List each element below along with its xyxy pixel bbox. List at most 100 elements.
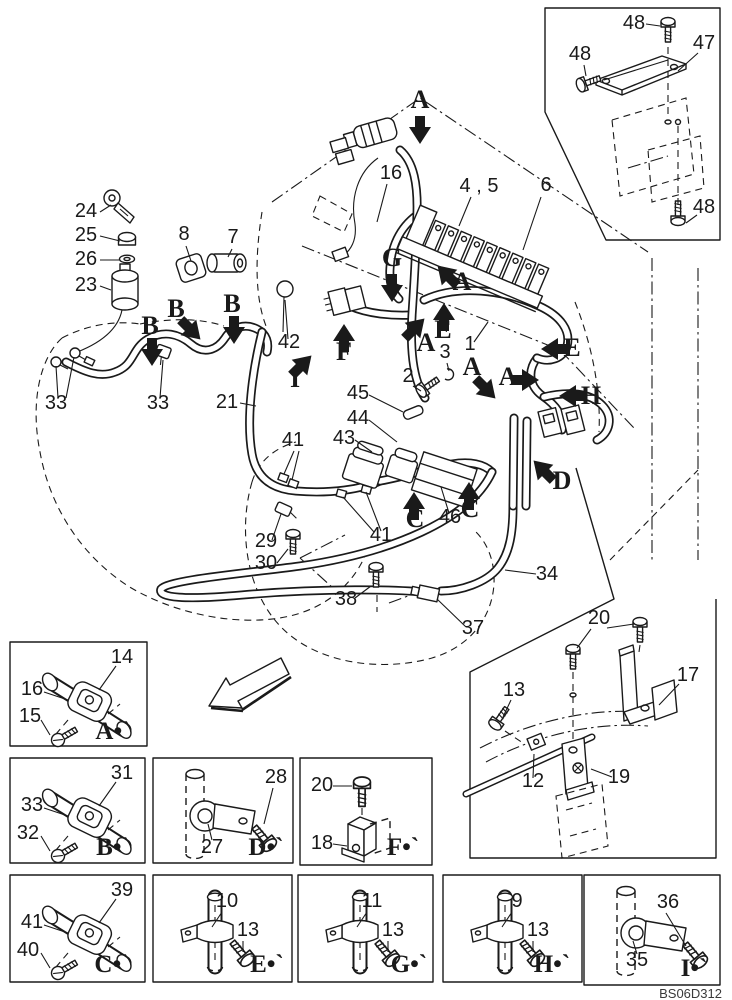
box-b-part-32: 32 <box>17 822 39 844</box>
part-label-34: 34 <box>536 563 558 585</box>
key-24 <box>103 189 135 224</box>
box-c-part-39: 39 <box>111 879 133 901</box>
leader-lines <box>55 23 699 779</box>
callout-c-2: C <box>458 482 480 523</box>
callout-a-right: A <box>499 362 539 391</box>
svg-text:E: E <box>434 315 451 344</box>
part-label-1: 1 <box>464 333 475 355</box>
svg-text:E: E <box>563 333 580 362</box>
svg-text:B: B <box>167 294 184 323</box>
part-label-2: 2 <box>402 365 413 387</box>
connector-37 <box>410 584 441 603</box>
part-label-26: 26 <box>75 248 97 270</box>
part-label-41-b: 41 <box>370 524 392 546</box>
detail-box-h: 9 13 H•` <box>442 874 583 983</box>
part-label-37: 37 <box>462 617 484 639</box>
callout-g: G <box>381 243 403 302</box>
part-label-19: 19 <box>608 766 630 788</box>
callout-f: F <box>333 324 355 366</box>
washer-26 <box>118 254 136 264</box>
svg-text:B: B <box>223 289 240 318</box>
callout-a-lower: A <box>463 352 504 407</box>
svg-text:C: C <box>406 504 425 533</box>
callout-a-mid: A <box>396 310 436 357</box>
ignition-switch-23 <box>111 263 139 311</box>
part-label-23: 23 <box>75 274 97 296</box>
part-label-17: 17 <box>677 664 699 686</box>
callout-c-1: C <box>403 492 425 533</box>
components <box>50 117 586 603</box>
part-label-4-5: 4 , 5 <box>460 175 499 197</box>
part-label-30: 30 <box>255 552 277 574</box>
part-label-8: 8 <box>178 223 189 245</box>
relay-pair-top <box>329 136 355 166</box>
part-label-41-a: 41 <box>282 429 304 451</box>
part-label-24: 24 <box>75 200 97 222</box>
svg-text:A: A <box>499 362 518 391</box>
detail-box-i: 36 35 I•` <box>583 874 721 986</box>
box-f-tag: F•` <box>387 834 419 861</box>
part-label-33-a: 33 <box>45 392 67 414</box>
box-b-part-33: 33 <box>21 794 43 816</box>
part-label-6: 6 <box>540 174 551 196</box>
callout-e-mid: E <box>433 303 455 344</box>
detail-box-f: 20 18 F•` <box>299 757 433 866</box>
inset-label-48-c: 48 <box>693 196 715 218</box>
box-a-part-15: 15 <box>19 705 41 727</box>
part-label-7: 7 <box>227 226 238 248</box>
part-label-45: 45 <box>347 382 369 404</box>
part-label-44: 44 <box>347 407 369 429</box>
box-d-part-27: 27 <box>201 836 223 858</box>
box-d-part-28: 28 <box>265 766 287 788</box>
inset-label-48-b: 48 <box>569 43 591 65</box>
clamp-33 <box>154 343 172 365</box>
inset-top-right <box>544 7 721 241</box>
fuse-45 <box>402 405 424 420</box>
box-e-tag: E•` <box>250 951 284 978</box>
callout-e-right: E <box>541 333 581 362</box>
clips-41 <box>277 472 373 499</box>
grommet-25 <box>117 231 137 246</box>
part-label-46: 46 <box>439 506 461 528</box>
box-i-tag: I•` <box>681 955 708 982</box>
svg-text:A: A <box>411 85 430 114</box>
relay-cluster-43-44-46 <box>341 440 478 508</box>
box-f-part-20: 20 <box>311 774 333 796</box>
box-a-tag: A•` <box>95 718 130 745</box>
box-i-part-36: 36 <box>657 891 679 913</box>
cable-tie-42 <box>276 280 294 333</box>
box-a-part-14: 14 <box>111 646 133 668</box>
svg-text:I: I <box>290 364 300 393</box>
box-e-part-10: 10 <box>216 890 238 912</box>
connector-h <box>537 404 586 438</box>
detail-box-a: 14 16 15 A•` <box>9 641 148 749</box>
svg-text:A: A <box>417 328 436 357</box>
drawing-code: BS06D312 <box>659 986 722 1000</box>
clamp-29 <box>274 501 297 519</box>
box-a-part-16: 16 <box>21 678 43 700</box>
cylinder-7 <box>206 253 247 273</box>
detail-box-b: 31 33 32 B•` <box>9 757 146 865</box>
box-g-part-11: 11 <box>362 890 383 912</box>
callout-b-1: B <box>141 311 163 366</box>
box-e-part-13: 13 <box>237 919 259 941</box>
box-h-tag: H•` <box>534 951 571 978</box>
box-h-part-13: 13 <box>527 919 549 941</box>
part-label-29: 29 <box>255 530 277 552</box>
svg-text:A: A <box>463 352 482 381</box>
callout-a-top: A <box>409 85 431 144</box>
fuse-relay-bank-4-5-6 <box>395 204 550 313</box>
part-label-21: 21 <box>216 391 238 413</box>
box-b-tag: B•` <box>96 834 130 861</box>
part-labels: 24 25 26 23 8 7 16 4 , 5 6 1 2 3 21 33 3… <box>45 12 715 792</box>
detail-box-g: 11 13 G•` <box>297 874 434 983</box>
part-label-13: 13 <box>503 679 525 701</box>
clip-3 <box>444 368 455 381</box>
box-c-tag: C•` <box>94 951 129 978</box>
part-label-20: 20 <box>588 607 610 629</box>
part-label-42: 42 <box>278 331 300 353</box>
svg-text:B: B <box>141 311 158 340</box>
svg-text:C: C <box>461 494 480 523</box>
